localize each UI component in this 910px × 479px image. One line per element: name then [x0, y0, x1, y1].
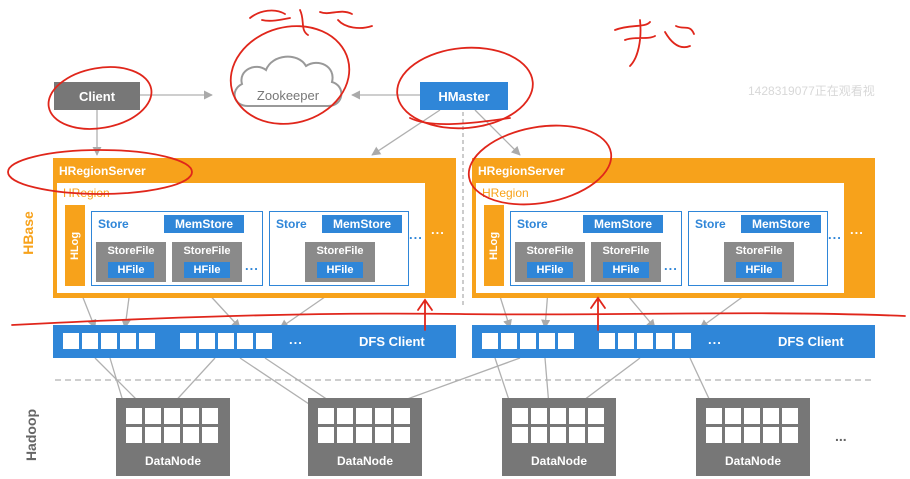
datanode-3: DataNode	[502, 398, 616, 476]
memstore-box: MemStore	[583, 215, 663, 233]
storefile-label: StoreFile	[735, 245, 783, 257]
zookeeper-cloud-icon	[233, 55, 343, 107]
client-box: Client	[54, 82, 140, 110]
datanode-ellipsis: ...	[835, 428, 847, 444]
store-box: Store MemStore StoreFile HFile StoreFile…	[91, 211, 263, 286]
hregion-label: HRegion	[482, 186, 529, 200]
client-label: Client	[78, 88, 116, 104]
regionserver-title: HRegionServer	[478, 164, 565, 178]
dfs-client-2: ... DFS Client	[472, 325, 875, 358]
hmaster-box: HMaster	[420, 82, 508, 110]
hfile-box: HFile	[184, 262, 230, 278]
storefile-ellipsis: ...	[245, 258, 259, 273]
hfile-box: HFile	[108, 262, 154, 278]
store-label: Store	[695, 217, 726, 231]
hlog-box: HLog	[63, 203, 87, 288]
datanode-label: DataNode	[530, 454, 587, 468]
dfs-ellipsis: ...	[708, 332, 722, 347]
datanode-2: DataNode	[308, 398, 422, 476]
dfs-client-1: ... DFS Client	[53, 325, 456, 358]
hfile-label: HFile	[745, 264, 773, 276]
memstore-label: MemStore	[174, 217, 233, 231]
store-ellipsis: ...	[409, 227, 423, 242]
hfile-label: HFile	[536, 264, 564, 276]
zookeeper-label: Zookeeper	[256, 88, 320, 103]
storefile-box: StoreFile HFile	[96, 242, 166, 282]
regionserver-2: HRegionServer HRegion HLog Store MemStor…	[472, 158, 875, 298]
dfs-client-label: DFS Client	[359, 334, 425, 349]
hmaster-label: HMaster	[438, 88, 490, 104]
regionserver-1: HRegionServer HRegion HLog Store MemStor…	[53, 158, 456, 298]
hfile-box: HFile	[603, 262, 649, 278]
storefile-box: StoreFile HFile	[172, 242, 242, 282]
storefile-label: StoreFile	[183, 245, 231, 257]
store-box: Store MemStore StoreFile HFile StoreFile…	[510, 211, 682, 286]
watermark-text: 1428319077正在观看视	[748, 84, 875, 98]
regionserver-title: HRegionServer	[59, 164, 146, 178]
storefile-box: StoreFile HFile	[305, 242, 375, 282]
store-label: Store	[98, 217, 129, 231]
datanode-4: DataNode	[696, 398, 810, 476]
store-box: Store MemStore StoreFile HFile	[688, 211, 828, 286]
memstore-box: MemStore	[164, 215, 244, 233]
store-box: Store MemStore StoreFile HFile	[269, 211, 409, 286]
hfile-label: HFile	[193, 264, 221, 276]
memstore-label: MemStore	[751, 217, 810, 231]
memstore-label: MemStore	[593, 217, 652, 231]
storefile-box: StoreFile HFile	[515, 242, 585, 282]
memstore-box: MemStore	[322, 215, 402, 233]
hfile-label: HFile	[612, 264, 640, 276]
datanode-label: DataNode	[724, 454, 781, 468]
storefile-ellipsis: ...	[664, 258, 678, 273]
store-label: Store	[276, 217, 307, 231]
storefile-label: StoreFile	[107, 245, 155, 257]
storefile-label: StoreFile	[526, 245, 574, 257]
dfs-client-label: DFS Client	[778, 334, 844, 349]
datanode-blocks	[706, 408, 800, 443]
datanode-1: DataNode	[116, 398, 230, 476]
datanode-blocks	[512, 408, 606, 443]
memstore-label: MemStore	[332, 217, 391, 231]
hlog-box: HLog	[482, 203, 506, 288]
store-ellipsis: ...	[828, 227, 842, 242]
memstore-box: MemStore	[741, 215, 821, 233]
hregion: HRegion HLog Store MemStore StoreFile HF…	[57, 183, 425, 293]
storefile-label: StoreFile	[316, 245, 364, 257]
hregion: HRegion HLog Store MemStore StoreFile HF…	[476, 183, 844, 293]
hfile-box: HFile	[527, 262, 573, 278]
datanode-label: DataNode	[144, 454, 201, 468]
hfile-label: HFile	[117, 264, 145, 276]
datanode-blocks	[318, 408, 412, 443]
storefile-box: StoreFile HFile	[724, 242, 794, 282]
region-ellipsis: ...	[850, 222, 864, 237]
hfile-label: HFile	[326, 264, 354, 276]
dfs-ellipsis: ...	[289, 332, 303, 347]
datanode-label: DataNode	[336, 454, 393, 468]
hfile-box: HFile	[317, 262, 363, 278]
storefile-box: StoreFile HFile	[591, 242, 661, 282]
hfile-box: HFile	[736, 262, 782, 278]
region-ellipsis: ...	[431, 222, 445, 237]
storefile-label: StoreFile	[602, 245, 650, 257]
datanode-blocks	[126, 408, 220, 443]
store-label: Store	[517, 217, 548, 231]
